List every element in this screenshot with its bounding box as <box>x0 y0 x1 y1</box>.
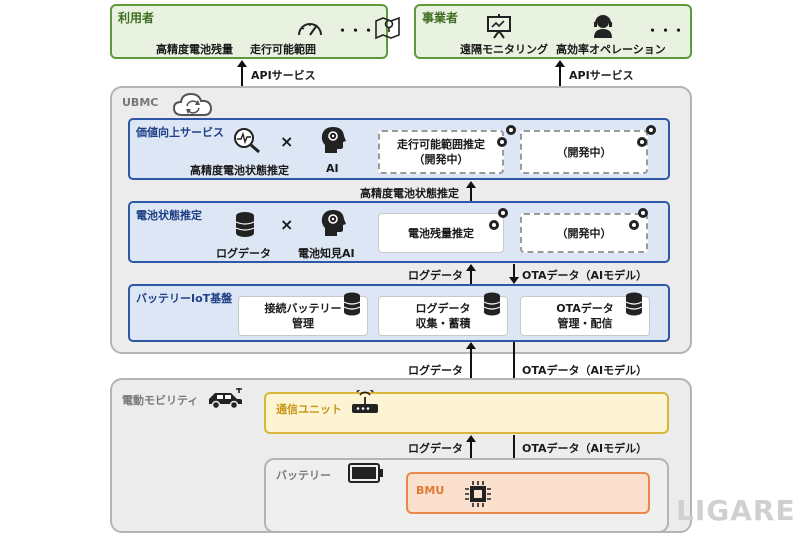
battery-state-box: 電池状態推定 × ログデータ 電池知見AI 電池残量推定 （開発中） <box>128 201 670 263</box>
log-arrow-1 <box>466 264 476 284</box>
database-icon <box>483 292 501 316</box>
user-title: 利用者 <box>118 11 155 25</box>
battery-state-icon2-label: 電池知見AI <box>298 247 355 260</box>
value-service-icon1-label: 高精度電池状態推定 <box>190 164 289 177</box>
value-service-times: × <box>280 132 294 151</box>
analysis-magnifier-icon <box>234 128 260 154</box>
value-dev-box: （開発中） <box>520 130 648 174</box>
gear-icon <box>497 125 516 147</box>
connected-battery-line1: 接続バッテリー <box>264 302 342 315</box>
comm-unit-title: 通信ユニット <box>276 403 342 416</box>
ota-arrow-3-label: OTAデータ（AIモデル） <box>522 442 648 455</box>
operator-headset-icon <box>594 15 612 38</box>
battery-level-estimation-box: 電池残量推定 <box>378 213 504 253</box>
ubmc-title: UBMC <box>122 96 159 109</box>
user-more: ・・・ <box>336 24 376 39</box>
operator-title: 事業者 <box>422 11 459 25</box>
router-icon <box>352 390 378 413</box>
iot-platform-box: バッテリーIoT基盤 接続バッテリー 管理 ログデータ 収集・蓄積 OTAデータ… <box>128 284 670 342</box>
cloud-sync-icon <box>172 92 213 116</box>
speedometer-icon <box>298 23 322 36</box>
api-label-left: APIサービス <box>251 69 316 82</box>
user-item-battery-level: 高精度電池残量 <box>156 43 233 56</box>
ota-arrow-2-label: OTAデータ（AIモデル） <box>522 364 648 377</box>
api-arrow-right <box>555 60 565 86</box>
iot-platform-title: バッテリーIoT基盤 <box>136 292 233 305</box>
value-service-icon2-label: AI <box>326 162 339 175</box>
battery-dev-box: （開発中） <box>520 213 648 253</box>
database-icon <box>235 212 255 237</box>
value-service-box: 価値向上サービス × 高精度電池状態推定 AI 走行可能範囲推定 （開発中） （… <box>128 118 670 180</box>
bmu-title: BMU <box>416 484 445 497</box>
battery-icon <box>348 463 383 483</box>
gear-icon <box>629 208 648 230</box>
mobility-title: 電動モビリティ <box>122 394 199 407</box>
presentation-board-icon <box>487 14 511 39</box>
battery-level-estimation-label: 電池残量推定 <box>408 226 474 240</box>
operator-item-monitoring: 遠隔モニタリング <box>460 43 548 56</box>
ota-management-line2: 管理・配信 <box>557 317 613 330</box>
log-arrow-3-label: ログデータ <box>408 442 463 455</box>
watermark-logo: LIGARE <box>676 494 796 527</box>
range-estimation-status: （開発中） <box>413 153 469 166</box>
bmu-box: BMU <box>406 472 650 514</box>
gear-icon <box>637 125 656 147</box>
log-arrow-2-label: ログデータ <box>408 364 463 377</box>
log-arrow-1-label: ログデータ <box>408 269 463 282</box>
battery-state-times: × <box>280 215 294 234</box>
map-pin-icon <box>375 16 400 39</box>
log-collection-line1: ログデータ <box>415 302 471 315</box>
log-collection-line2: 収集・蓄積 <box>415 317 471 330</box>
database-icon <box>625 292 643 316</box>
ota-arrow-1 <box>509 264 519 284</box>
value-dev-label: （開発中） <box>556 145 612 159</box>
chip-icon <box>465 481 491 507</box>
user-box: 利用者 ・・・ 高精度電池残量 走行可能範囲 <box>110 4 400 59</box>
comm-unit-box: 通信ユニット <box>264 390 669 434</box>
battery-state-title: 電池状態推定 <box>136 209 202 222</box>
operator-box: 事業者 ・・・ 遠隔モニタリング 高効率オペレーション <box>414 4 692 59</box>
ai-head-icon <box>321 210 346 236</box>
operator-more: ・・・ <box>646 24 686 39</box>
battery-title: バッテリー <box>276 469 331 482</box>
state-arrow <box>466 181 476 201</box>
state-arrow-label: 高精度電池状態推定 <box>360 187 459 200</box>
range-estimation-label: 走行可能範囲推定 <box>397 138 485 151</box>
api-label-right: APIサービス <box>569 69 634 82</box>
database-icon <box>343 292 361 316</box>
gear-icon <box>489 208 508 230</box>
battery-state-icon1-label: ログデータ <box>216 247 271 260</box>
operator-item-operation: 高効率オペレーション <box>556 43 666 56</box>
electric-car-icon <box>209 388 242 410</box>
value-service-title: 価値向上サービス <box>136 126 224 139</box>
ai-head-icon <box>321 127 346 153</box>
ota-arrow-1-label: OTAデータ（AIモデル） <box>522 269 648 282</box>
ota-management-line1: OTAデータ <box>556 302 614 315</box>
battery-dev-label: （開発中） <box>556 226 612 240</box>
user-item-range: 走行可能範囲 <box>250 43 316 56</box>
range-estimation-box: 走行可能範囲推定 （開発中） <box>378 130 504 174</box>
api-arrow-left <box>237 60 247 86</box>
connected-battery-line2: 管理 <box>292 317 314 330</box>
